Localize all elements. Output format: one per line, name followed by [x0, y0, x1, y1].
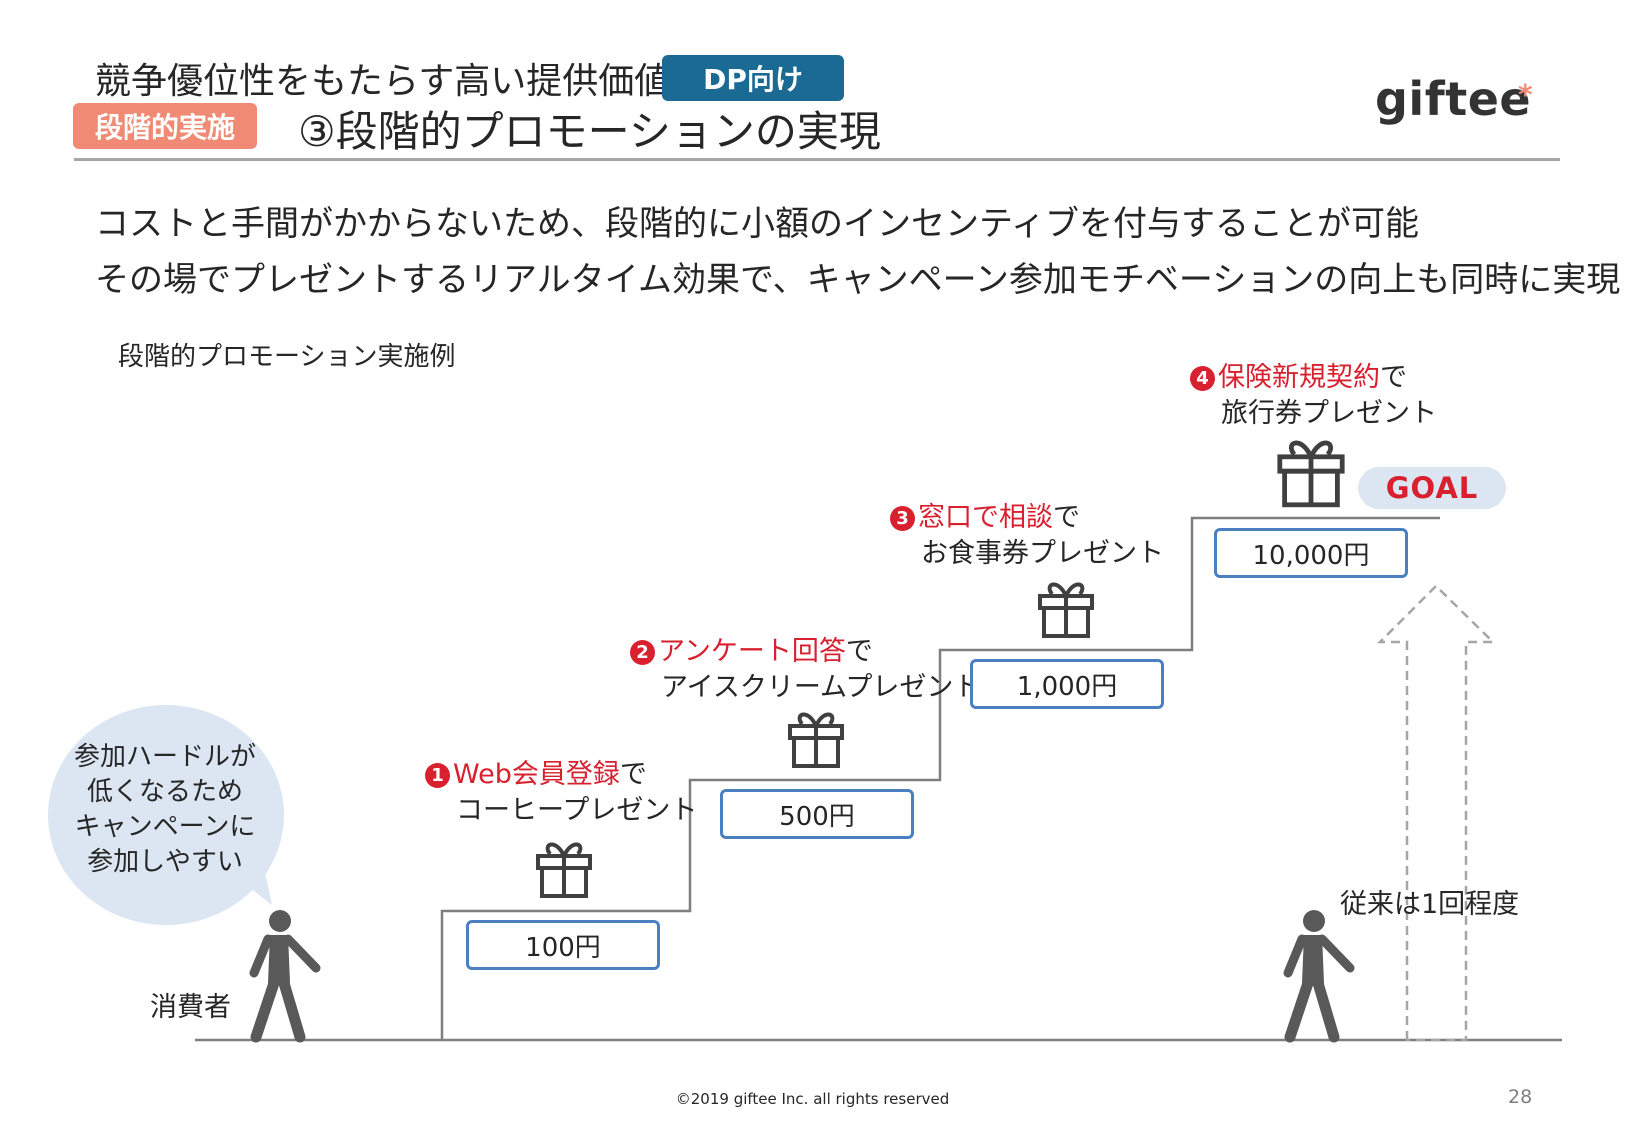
gift-icon [1038, 582, 1094, 638]
walking-person-icon [249, 910, 321, 1043]
bubble-line: 低くなるため [86, 777, 243, 807]
step-2-reward: アイスクリームプレゼント [661, 672, 981, 703]
title-line1: 競争優位性をもたらす高い提供価値 [95, 61, 671, 102]
bubble-line: キャンペーンに [74, 812, 256, 842]
dp-badge: DP向け [662, 55, 844, 101]
step-2-suffix: で [845, 636, 873, 667]
gift-icon [1277, 440, 1345, 508]
copyright: ©2019 giftee Inc. all rights reserved [675, 1090, 950, 1108]
step-4-reward: 旅行券プレゼント [1221, 398, 1437, 429]
gift-icon [536, 842, 592, 898]
step-1-price-box: 100円 [466, 920, 660, 970]
bubble-text: 参加ハードルが 低くなるため キャンペーンに 参加しやすい [60, 740, 270, 880]
gift-icon [788, 712, 844, 768]
goal-badge: GOAL [1358, 467, 1506, 509]
staircase-line [440, 516, 1440, 1040]
step-1-suffix: で [619, 759, 647, 790]
lead-line2: その場でプレゼントするリアルタイム効果で、キャンペーン参加モチベーションの向上も… [95, 260, 1621, 300]
step-2-action: アンケート回答 [658, 636, 846, 667]
conventional-label: 従来は1回程度 [1340, 889, 1520, 920]
step-1-reward: コーヒープレゼント [456, 795, 698, 826]
lead-line1: コストと手間がかからないため、段階的に小額のインセンティブを付与することが可能 [95, 204, 1419, 244]
bubble-line: 参加しやすい [87, 847, 243, 877]
page-number: 28 [1508, 1086, 1533, 1108]
header-divider [74, 158, 1560, 161]
consumer-label: 消費者 [150, 992, 231, 1023]
step-3-price-box: 1,000円 [970, 659, 1164, 709]
diagram-sublabel: 段階的プロモーション実施例 [118, 342, 456, 372]
step-4-suffix: で [1380, 362, 1407, 393]
step-3-number: 3 [890, 506, 915, 531]
giftee-logo: giftee [1375, 72, 1532, 126]
step-3-reward: お食事券プレゼント [921, 538, 1164, 569]
logo-star-icon: * [1518, 78, 1533, 111]
dashed-up-arrow-icon [1376, 584, 1497, 1042]
step-4-price-box: 10,000円 [1214, 528, 1408, 578]
step-4-number: 4 [1190, 366, 1215, 391]
step-3-suffix: で [1053, 502, 1080, 533]
walking-person-icon [1283, 910, 1355, 1043]
step-1-number: 1 [425, 763, 450, 788]
speech-bubble [48, 705, 284, 925]
step-2-price-box: 500円 [720, 789, 914, 839]
stage-badge: 段階的実施 [73, 103, 257, 149]
step-2-number: 2 [630, 640, 655, 665]
bubble-line: 参加ハードルが [73, 742, 256, 772]
step-4-action: 保険新規契約 [1218, 362, 1380, 393]
step-3-action: 窓口で相談 [918, 502, 1053, 533]
page-title: ③段階的プロモーションの実現 [298, 107, 881, 156]
step-1-action: Web会員登録 [453, 759, 620, 790]
